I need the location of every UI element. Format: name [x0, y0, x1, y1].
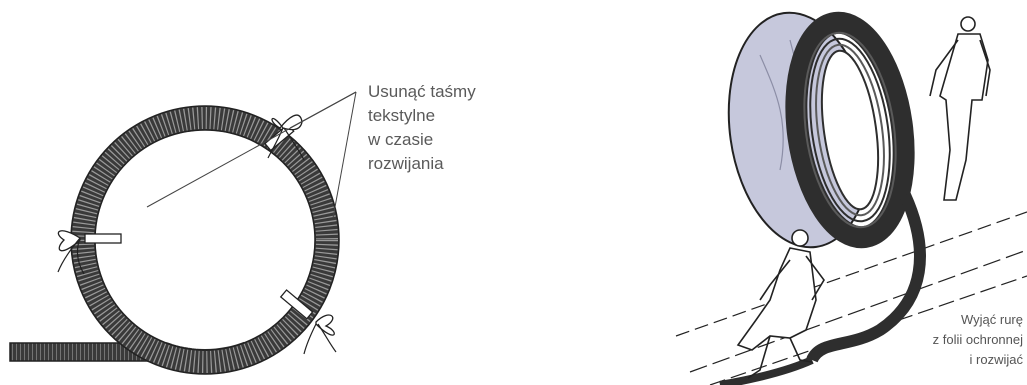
worker-standing: [930, 17, 990, 200]
instruction-line: tekstylne: [368, 104, 476, 128]
instruction-line: z folii ochronnej: [933, 330, 1023, 350]
instruction-line: w czasie: [368, 128, 476, 152]
instruction-line: Wyjąć rurę: [933, 310, 1023, 330]
remove-straps-instruction: Usunąć taśmy tekstylne w czasie rozwijan…: [368, 80, 476, 176]
instruction-line: rozwijania: [368, 152, 476, 176]
left-coil-figure: [10, 92, 356, 374]
instruction-line: i rozwijać: [933, 350, 1023, 370]
instruction-line: Usunąć taśmy: [368, 80, 476, 104]
unwrap-foil-instruction: Wyjąć rurę z folii ochronnej i rozwijać: [933, 310, 1023, 370]
